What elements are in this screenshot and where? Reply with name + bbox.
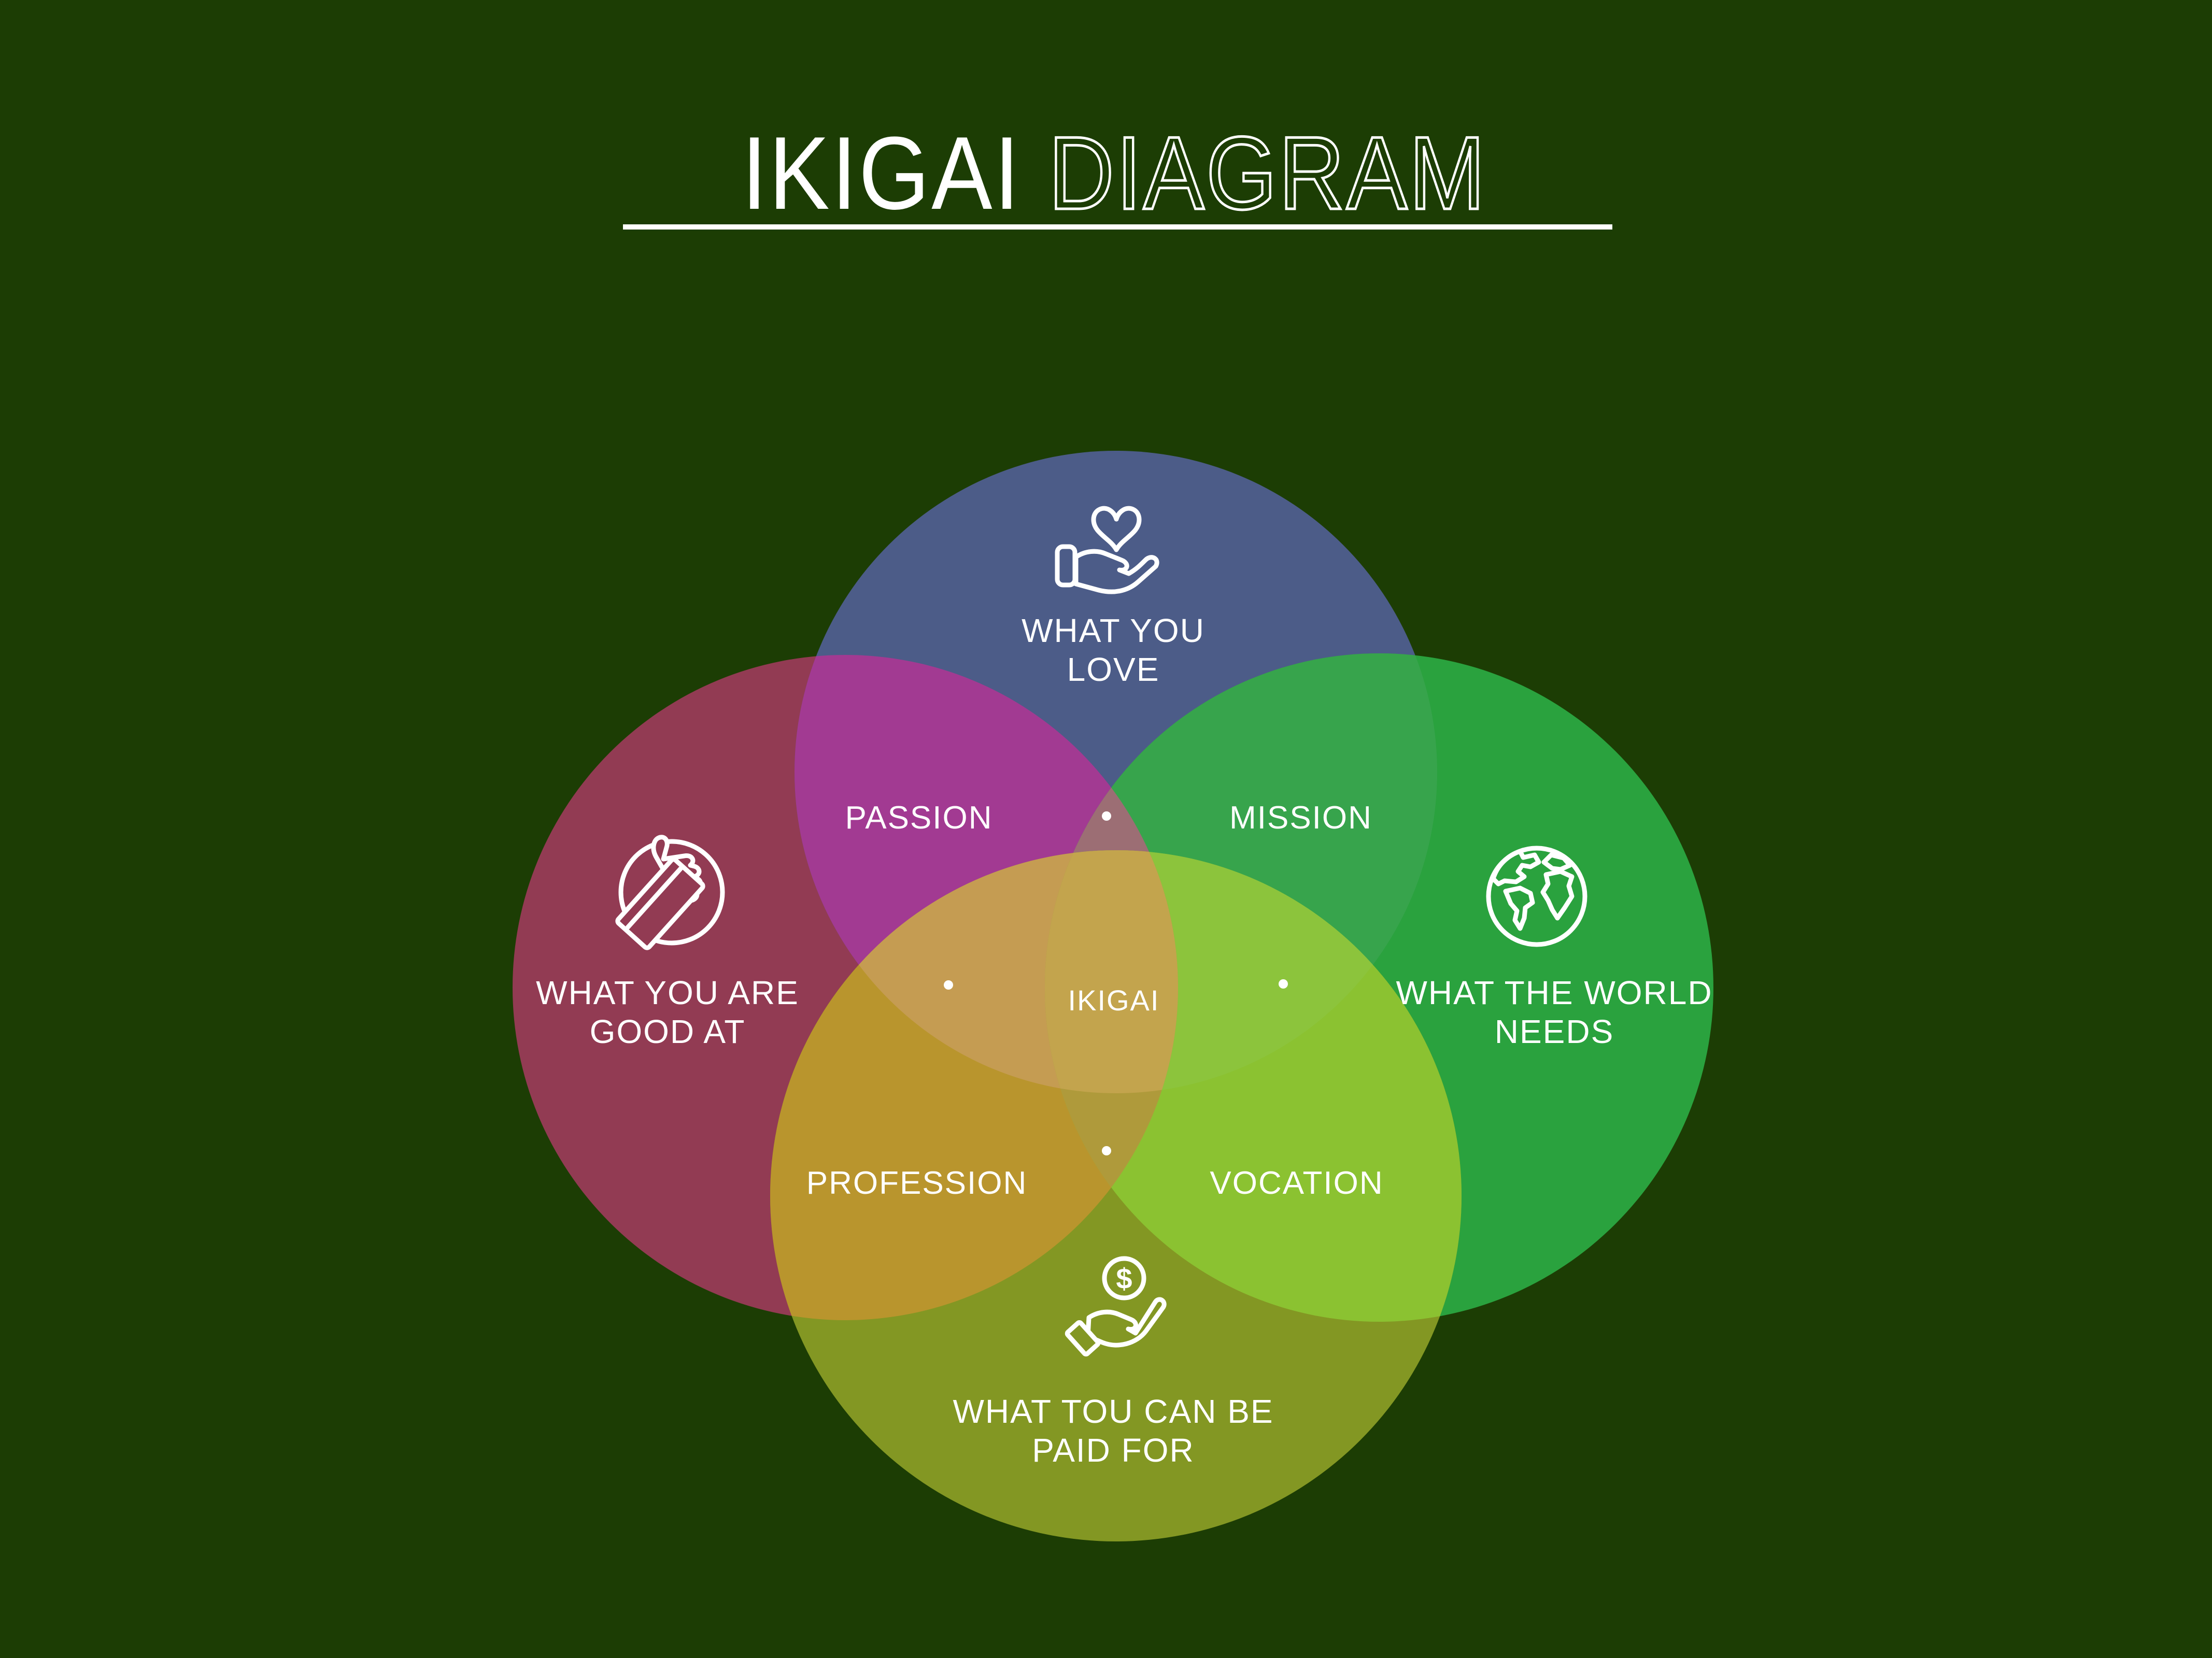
label-what-tou-can-be-paid-for: WHAT TOU CAN BE PAID FOR <box>953 1393 1274 1469</box>
left-dot <box>944 980 953 990</box>
thumbs-up-icon <box>615 835 725 950</box>
label-profession: PROFESSION <box>806 1165 1028 1201</box>
label-vocation: VOCATION <box>1210 1165 1384 1201</box>
page-title: IKIGAI DIAGRAM <box>518 120 1710 226</box>
label-what-the-world-needs: WHAT THE WORLD NEEDS <box>1396 974 1713 1050</box>
heart-in-hand-icon <box>1055 506 1159 594</box>
title-word-solid: IKIGAI <box>742 116 1022 231</box>
svg-text:$: $ <box>1116 1262 1132 1295</box>
label-ikigai: IKIGAI <box>1068 984 1160 1017</box>
dollar-hand-icon: $ <box>1065 1256 1167 1357</box>
label-mission: MISSION <box>1229 800 1372 836</box>
label-what-you-are-good-at: WHAT YOU ARE GOOD AT <box>536 974 799 1050</box>
globe-icon <box>1486 846 1587 947</box>
label-what-you-love: WHAT YOU LOVE <box>1022 612 1205 688</box>
label-passion: PASSION <box>845 800 993 836</box>
top-dot <box>1102 811 1111 821</box>
bottom-dot <box>1102 1146 1111 1155</box>
title-word-outline: DIAGRAM <box>1047 116 1487 231</box>
right-dot <box>1279 979 1288 989</box>
title-underline <box>623 224 1612 230</box>
